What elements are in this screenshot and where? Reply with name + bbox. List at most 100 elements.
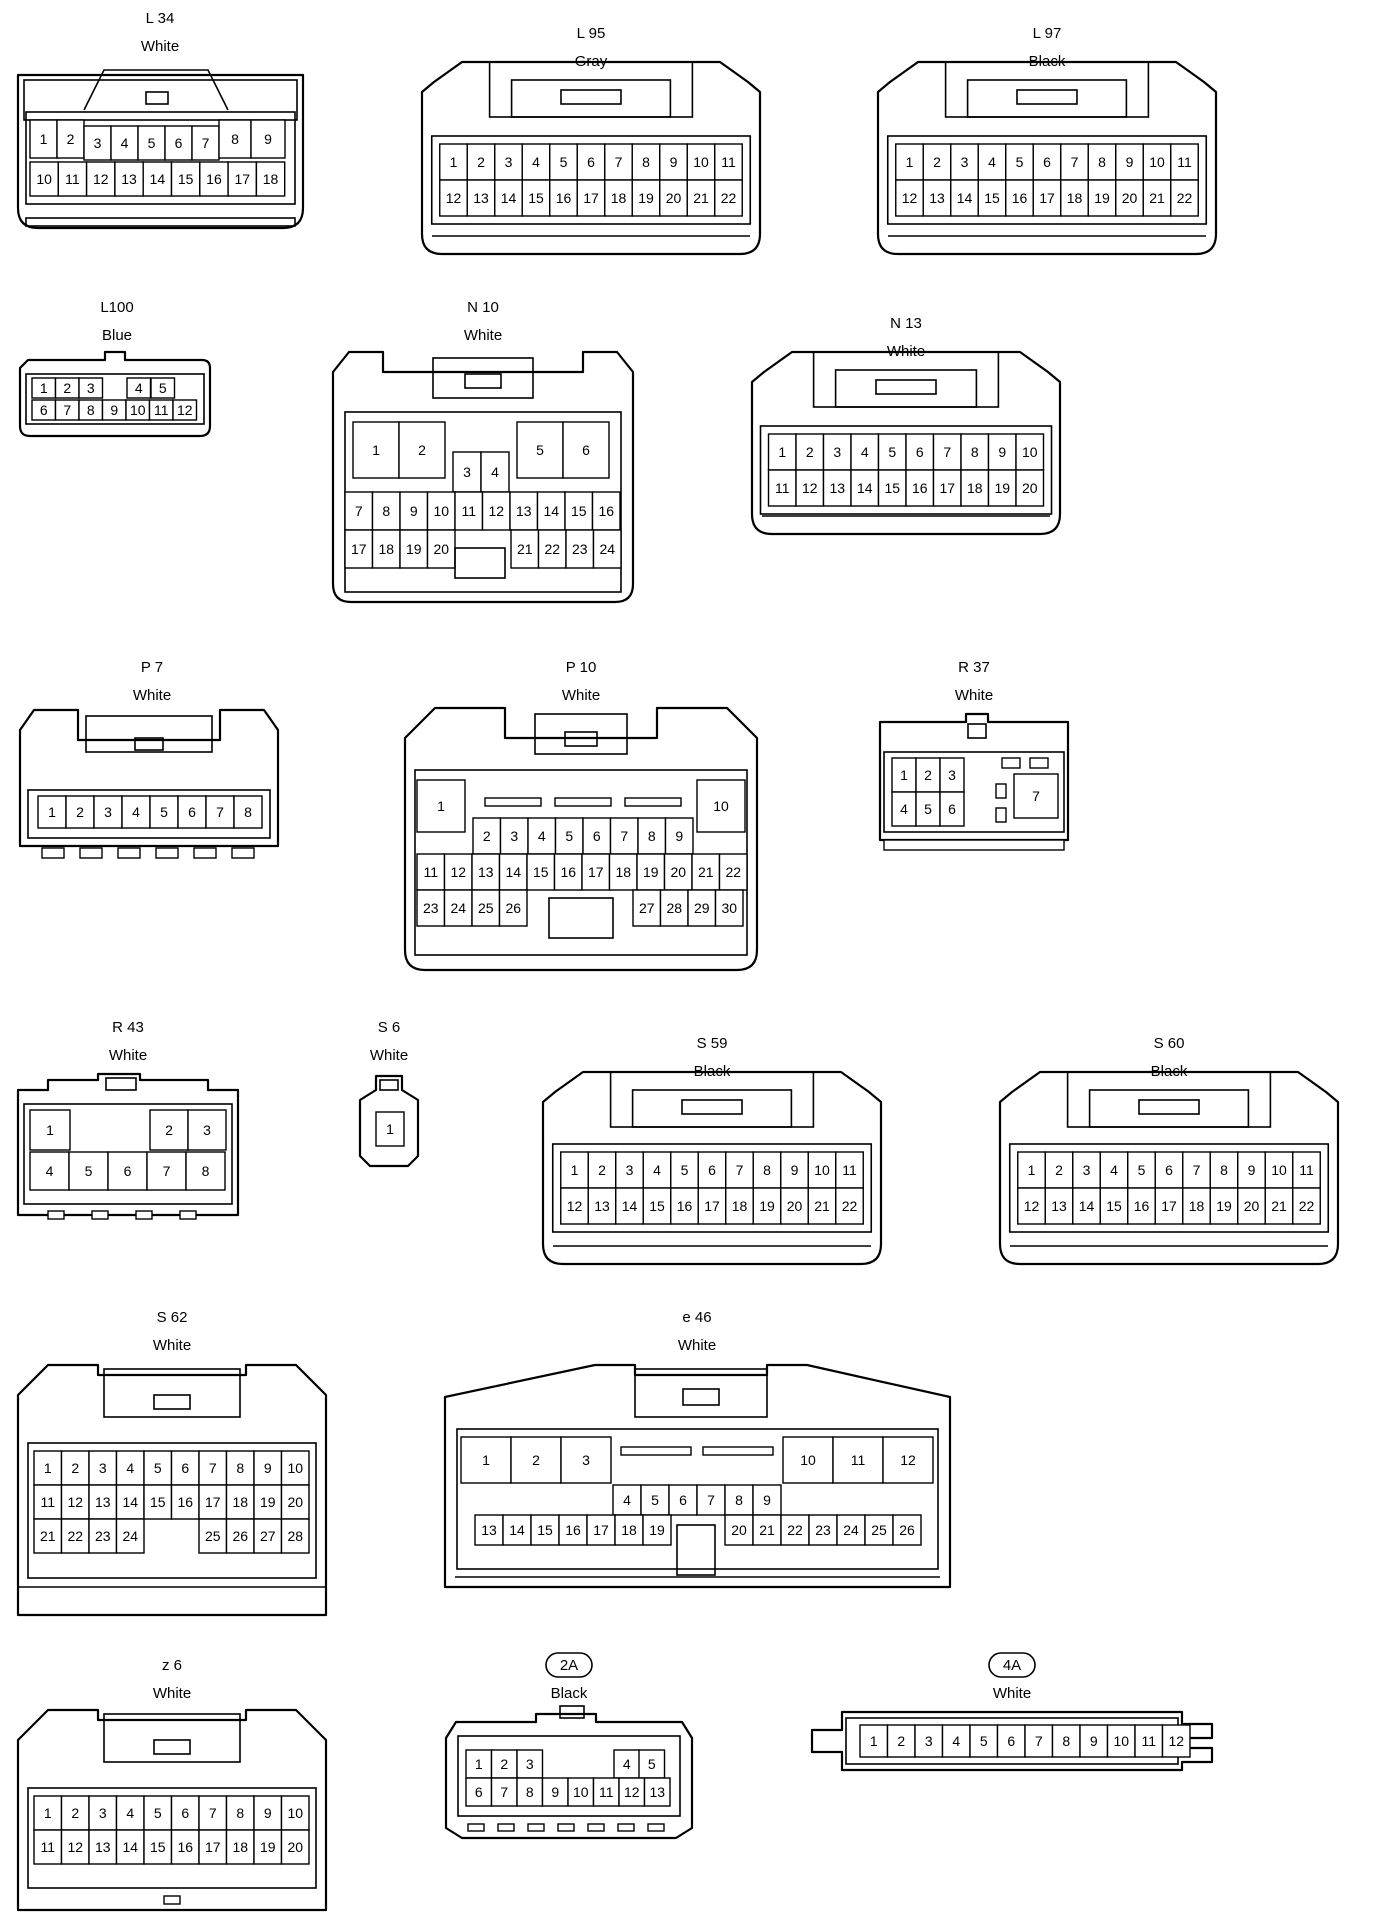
connector-l-95-pin-cell [549, 179, 578, 217]
housing-detail [1138, 1099, 1200, 1115]
connector-s-60-pin-number: 22 [1299, 1198, 1315, 1214]
connector-z-6-pin-cell [225, 1795, 255, 1831]
connector-p-10-pin-number: 22 [725, 864, 741, 880]
connector-n-13-pin-cell [987, 433, 1017, 471]
connector-p-10-pin-number: 18 [615, 864, 631, 880]
connector-e-46-pin-cell [836, 1514, 866, 1546]
connector-r-43-pin-number: 7 [163, 1163, 171, 1179]
connector-s-59-pin-cell [560, 1151, 589, 1189]
connector-s-59-pin-number: 14 [622, 1198, 638, 1214]
connector-s-62-pin-number: 3 [99, 1460, 107, 1476]
connector-s-60-pin-number: 16 [1134, 1198, 1150, 1214]
connector-e-46-pin-number: 5 [651, 1492, 659, 1508]
connector-z-6-id: z 6 [162, 1657, 182, 1674]
connector-n-10-pin-number: 8 [382, 503, 390, 519]
connector-p-10-pin-number: 25 [478, 900, 494, 916]
connector-z-6-pin-number: 3 [99, 1805, 107, 1821]
housing-detail [967, 723, 987, 739]
connector-z-6-pin-cell [280, 1829, 310, 1865]
connector-z-6-pin-cell [170, 1829, 200, 1865]
connector-l-95-pin-number: 8 [642, 154, 650, 170]
connector-p-10-pin-number: 13 [478, 864, 494, 880]
connector-l-97-pin-cell [1115, 179, 1144, 217]
connector-n-13-pin-cell [877, 469, 907, 507]
connector-s-59-pin-number: 8 [763, 1162, 771, 1178]
connector-s-60-pin-number: 21 [1271, 1198, 1287, 1214]
housing-detail [25, 111, 296, 205]
connector-l-97-pin-cell [1170, 179, 1199, 217]
connector-e-46-pin-number: 2 [532, 1452, 540, 1468]
connector-n-13-pin-number: 5 [888, 444, 896, 460]
connector-r-43-pin-cell [29, 1109, 71, 1151]
connector-l100-pin-number: 10 [130, 402, 146, 418]
connector-e-46-pin-number: 4 [623, 1492, 631, 1508]
connector-e-46-pin-cell [892, 1514, 922, 1546]
housing-detail [548, 897, 614, 939]
connector-e-46-pin-number: 17 [593, 1522, 609, 1538]
connector-l-34-pin-cell [142, 161, 173, 197]
connector-e-46-pin-number: 16 [565, 1522, 581, 1538]
housing-detail [1001, 757, 1021, 769]
connector-n-13-pin-number: 4 [861, 444, 869, 460]
connector-l-95-pin-number: 3 [505, 154, 513, 170]
connector-l-97-pin-number: 9 [1126, 154, 1134, 170]
connector-e-46-pin-cell [808, 1514, 838, 1546]
connector-n-10-pin-number: 12 [488, 503, 504, 519]
connector-s-59-pin-number: 2 [598, 1162, 606, 1178]
connector-l-97-pin-number: 20 [1122, 190, 1138, 206]
connector-s-60-pin-cell [1209, 1187, 1239, 1225]
connector-p-7-pin-number: 5 [160, 804, 168, 820]
connector-n-10-pin-cell [565, 529, 595, 569]
connector-l-95-pin-cell [576, 143, 606, 181]
connector-e-46-pin-number: 8 [735, 1492, 743, 1508]
housing-detail [534, 713, 628, 755]
connector-n-10-pin-cell [399, 529, 429, 569]
connector-n-13-pin-number: 20 [1022, 480, 1038, 496]
connector-l-95-pin-cell [659, 179, 688, 217]
connector-4a-pin-number: 1 [870, 1733, 878, 1749]
connector-l-95-pin-number: 1 [450, 154, 458, 170]
connector-l-95-pin-number: 17 [583, 190, 599, 206]
connector-n-10-pin-cell [426, 491, 456, 531]
housing-detail [559, 1705, 585, 1719]
connector-4a-pin-number: 10 [1113, 1733, 1129, 1749]
connector-p-10-pin-cell [416, 779, 466, 833]
housing-detail [886, 135, 1208, 225]
connector-e-46-pin-cell [882, 1436, 934, 1484]
connector-l-34-pin-cell [83, 125, 112, 161]
connector-l100-pin-number: 8 [87, 402, 95, 418]
connector-p-10-pin-number: 9 [675, 828, 683, 844]
connector-2a-pin-number: 9 [551, 1784, 559, 1800]
connector-e-46-pin-cell [696, 1484, 726, 1516]
connector-s-62-pin-number: 25 [205, 1528, 221, 1544]
connector-z-6-pin-number: 18 [232, 1839, 248, 1855]
connector-l-34-pin-cell [255, 161, 286, 197]
connector-2a-pin-cell [638, 1749, 666, 1779]
connector-l100-id: L100 [100, 299, 133, 316]
connector-s-62-pin-number: 11 [40, 1494, 55, 1510]
housing-detail [105, 1077, 137, 1091]
connector-z-6-pin-number: 17 [205, 1839, 221, 1855]
connector-s-62-pin-number: 9 [264, 1460, 272, 1476]
connector-z-6-pin-number: 15 [150, 1839, 166, 1855]
connector-n-10-pin-cell [562, 421, 610, 479]
connector-n-13-pin-cell [905, 469, 935, 507]
connector-n-10-pin-number: 7 [355, 503, 363, 519]
connector-n-10-pin-number: 3 [463, 464, 471, 480]
connector-p-7-pin-cell [121, 795, 151, 829]
connector-s-59-pin-number: 20 [787, 1198, 803, 1214]
connector-e-46-pin-number: 19 [649, 1522, 665, 1538]
connector-r-37-pin-number: 3 [948, 767, 956, 783]
connector-l-97-pin-number: 19 [1094, 190, 1110, 206]
connector-r-43-pin-number: 6 [124, 1163, 132, 1179]
connector-p-10-pin-cell [664, 817, 694, 855]
housing-detail [551, 1143, 873, 1233]
connector-z-6-pin-cell [280, 1795, 310, 1831]
housing-detail [379, 1079, 399, 1091]
connector-e-46-pin-number: 14 [509, 1522, 525, 1538]
